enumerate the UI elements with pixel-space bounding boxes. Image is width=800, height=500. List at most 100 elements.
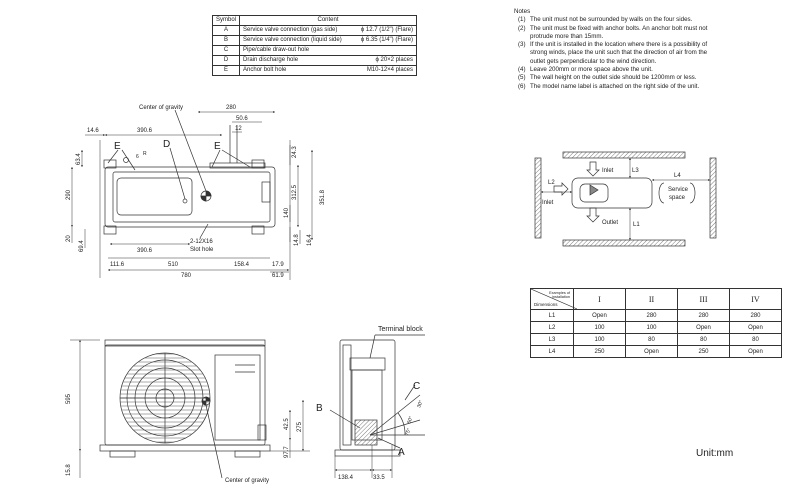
drain-label-d: D (163, 139, 170, 150)
front-view (70, 339, 310, 479)
angle-75: 75° (404, 428, 412, 437)
left-wall (534, 157, 542, 239)
dim-280: 280 (226, 105, 237, 111)
angle-60: 60° (406, 416, 414, 425)
foot (251, 225, 265, 235)
dim-24-3: 24.3 (292, 146, 298, 158)
side-panel (214, 354, 261, 441)
cog-label-top: Center of gravity (139, 105, 183, 111)
dim-140: 140 (284, 207, 290, 218)
note-item: (2)The unit must be fixed with anchor bo… (518, 24, 708, 32)
space-label: space (669, 195, 686, 201)
service-valve-front (257, 424, 267, 441)
dim-312-5: 312.5 (292, 184, 298, 200)
outlet-arrow (586, 207, 600, 223)
inlet-top-label: Inlet (602, 168, 614, 174)
foot (103, 225, 117, 235)
cog-label-front: Center of gravity (225, 478, 269, 484)
dim-42-5: 42.5 (284, 418, 290, 430)
dim-111-6: 111.6 (110, 262, 125, 268)
dim-390-6-top: 390.6 (137, 128, 153, 134)
service-bracket-right (689, 182, 696, 204)
dim-12: 12 (235, 126, 242, 132)
dim-33-5: 33.5 (373, 475, 385, 481)
rear-fins (209, 162, 266, 169)
l3-label: L3 (632, 168, 639, 174)
dim-16-4: 16.4 (307, 234, 313, 246)
anchor-label-e2: E (214, 141, 221, 152)
dim-20: 20 (66, 235, 72, 242)
terminal-block (349, 357, 386, 371)
dim-97-7: 97.7 (284, 446, 290, 458)
note-line: protrude more than 15mm. (530, 32, 604, 40)
dim-138-4: 138.4 (338, 475, 354, 481)
dim-50-6: 50.6 (236, 116, 248, 122)
dim-63-4: 63.4 (76, 153, 82, 165)
angle-30: 30° (416, 400, 424, 409)
service-valves-side (354, 419, 378, 446)
note-item: (4)Leave 200mm or more space above the u… (518, 66, 653, 74)
radius-label: R (143, 151, 147, 157)
dim-158-4: 158.4 (234, 262, 250, 268)
radius-value: 6 (136, 154, 139, 160)
dim-14-6: 14.6 (87, 128, 99, 134)
dim-595: 595 (66, 393, 72, 404)
note-item: (1)The unit must not be surrounded by wa… (518, 16, 693, 24)
note-item: (6)The model name label is attached on t… (518, 82, 700, 90)
l1-label: L1 (633, 222, 640, 228)
dim-510: 510 (168, 262, 179, 268)
right-wall (709, 157, 717, 239)
inlet-left-label: Inlet (542, 200, 554, 206)
dim-275: 275 (297, 421, 303, 432)
base-frame (99, 444, 271, 452)
label-b: B (316, 403, 323, 414)
cog-leader (174, 109, 207, 192)
top-wall (562, 151, 686, 159)
note-item: (5)The wall height on the outlet side sh… (518, 74, 697, 82)
top-panel (104, 339, 266, 347)
dim-61-9: 61.9 (272, 273, 284, 279)
note-line: strong winds, place the unit such that t… (530, 49, 708, 57)
foot (251, 159, 265, 169)
side-view (329, 334, 425, 478)
bottom-wall (562, 239, 686, 247)
content-cell: Anchor bolt hole (239, 65, 352, 76)
unit-plan (571, 177, 653, 209)
value-cell: M10-12×4 places (351, 65, 418, 76)
top-view (71, 109, 313, 280)
slot-hole-label: Slot hole (190, 247, 214, 253)
dim-14-8: 14.8 (294, 234, 300, 246)
anchor-label-e1: E (114, 141, 121, 152)
service-label: Service (668, 187, 689, 193)
service-valve-top (261, 181, 271, 203)
terminal-block-label: Terminal block (378, 326, 423, 333)
inlet-top-arrow (586, 161, 600, 177)
l2-label: L2 (548, 180, 555, 186)
symbol-cell: E (211, 65, 241, 76)
notes-block: Notes (1)The unit must not be surrounded… (514, 8, 789, 91)
unit-body-top (104, 166, 276, 228)
dim-351-8: 351.8 (320, 189, 326, 205)
inlet-left-arrow (553, 182, 569, 196)
dim-290: 290 (66, 189, 72, 200)
dim-17-9: 17.9 (272, 262, 284, 268)
table-row: E Anchor bolt hole M10-12×4 places (211, 65, 418, 76)
note-line: outlet gets perpendicular to the wind di… (530, 57, 657, 65)
symbol-table: Symbol Content A Service valve connectio… (211, 15, 418, 76)
label-a: A (398, 447, 405, 458)
slot-label: 2-12X16 (190, 239, 213, 245)
dim-69-4: 69.4 (79, 240, 85, 252)
outlet-label: Outlet (602, 220, 618, 226)
dim-780: 780 (181, 273, 192, 279)
install-diagram (534, 151, 717, 247)
label-c: C (413, 381, 420, 392)
dim-15-8: 15.8 (66, 464, 72, 476)
unit-label: Unit:mm (696, 448, 734, 459)
l4-label: L4 (674, 173, 681, 179)
service-bracket-left (658, 182, 665, 204)
